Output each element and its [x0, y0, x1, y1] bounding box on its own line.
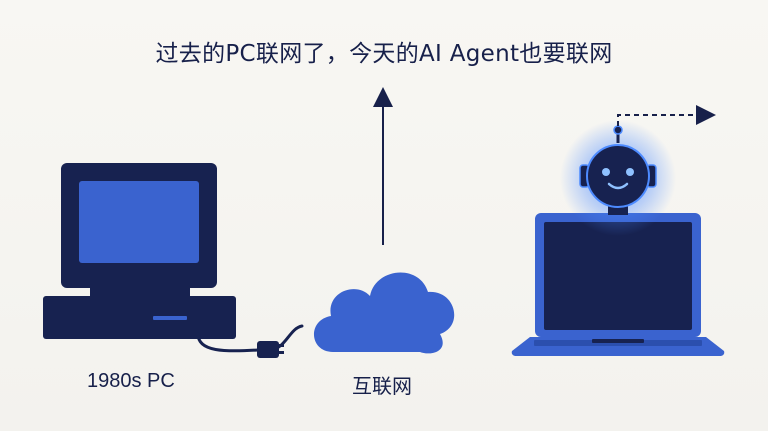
- network-cable: [196, 332, 260, 353]
- plug-icon: [257, 341, 284, 358]
- pc-icon: [43, 163, 236, 339]
- laptop-icon: [511, 213, 725, 356]
- robot-head-icon: [560, 120, 676, 236]
- dashed-connection-arrow: [617, 105, 716, 126]
- pc-screen: [79, 181, 199, 263]
- robot-left-eye: [602, 168, 610, 176]
- cloud-icon: [313, 272, 455, 354]
- laptop-trackpad: [592, 339, 644, 343]
- pc-label: 1980s PC: [87, 370, 175, 392]
- laptop-screen: [544, 222, 692, 330]
- internet-label: 互联网: [352, 374, 412, 398]
- diagram-title: 过去的PC联网了，今天的AI Agent也要联网: [155, 41, 613, 67]
- pc-base-unit: [43, 296, 236, 339]
- robot-face: [586, 144, 650, 208]
- robot-smile: [607, 182, 629, 190]
- pc-monitor-neck: [90, 287, 190, 296]
- robot-right-eye: [626, 168, 634, 176]
- robot-antenna-tip: [613, 125, 623, 135]
- pc-drive-slot: [153, 316, 187, 320]
